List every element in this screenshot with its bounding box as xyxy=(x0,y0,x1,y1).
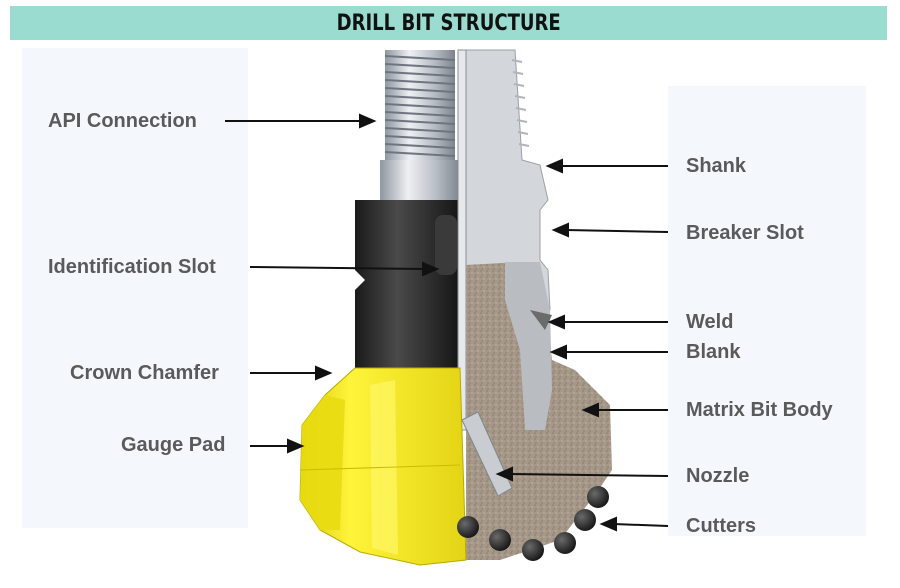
identification-slot xyxy=(435,215,457,275)
right-label-panel xyxy=(668,86,866,536)
cutters-group xyxy=(457,486,609,561)
label-api-connection: API Connection xyxy=(48,110,197,132)
label-shank: Shank xyxy=(686,155,747,177)
label-weld: Weld xyxy=(686,311,734,333)
cutter xyxy=(574,509,596,531)
label-matrix-bit-body: Matrix Bit Body xyxy=(686,399,833,421)
label-nozzle: Nozzle xyxy=(686,465,750,487)
cutter xyxy=(457,516,479,538)
label-cutters: Cutters xyxy=(686,515,757,537)
cutter xyxy=(587,486,609,508)
cutter xyxy=(522,539,544,561)
left-label-panel xyxy=(22,48,248,528)
cutter xyxy=(554,532,576,554)
label-blank: Blank xyxy=(686,341,741,363)
label-breaker-slot: Breaker Slot xyxy=(686,222,804,244)
dark-body xyxy=(355,200,460,368)
title-bar: DRILL BIT STRUCTURE xyxy=(10,6,887,40)
weld-bead xyxy=(530,310,552,330)
leader-arrows xyxy=(225,113,669,532)
label-gauge-pad: Gauge Pad xyxy=(121,434,226,456)
cutter xyxy=(489,529,511,551)
crown xyxy=(299,367,467,566)
page-title: DRILL BIT STRUCTURE xyxy=(336,10,561,36)
label-crown-chamfer: Crown Chamfer xyxy=(70,362,219,384)
label-identification-slot: Identification Slot xyxy=(48,256,216,278)
api-thread xyxy=(380,50,460,200)
